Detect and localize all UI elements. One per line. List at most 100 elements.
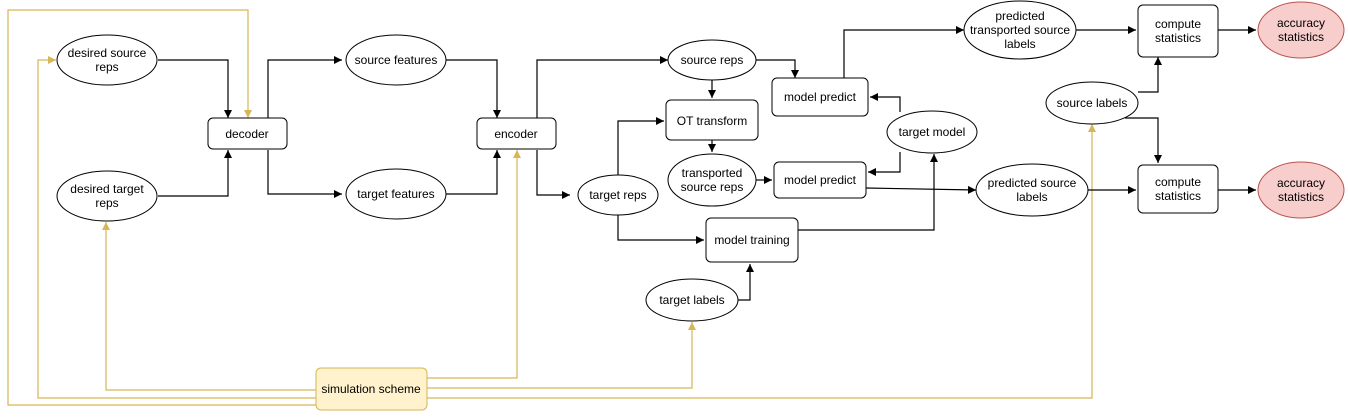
node-target-reps: target reps (577, 174, 659, 216)
node-label: target reps (589, 188, 646, 202)
node-label-line: model training (714, 233, 789, 247)
node-label: target features (357, 187, 434, 201)
edge-sim-to-desired-target (102, 222, 320, 391)
node-label: model training (714, 233, 789, 247)
node-label-line: model predict (784, 90, 857, 104)
node-label-line: compute (1155, 17, 1201, 31)
node-label: simulation scheme (321, 382, 421, 396)
node-label: source labels (1057, 96, 1128, 110)
node-label-line: source reps (681, 53, 744, 67)
simulation-edges (7, 9, 1096, 406)
node-label: encoder (494, 127, 537, 141)
edge-sim-to-encoder (427, 150, 521, 379)
node-label-line: accuracy (1277, 16, 1325, 30)
node-label: model predict (784, 173, 857, 187)
edge-source-features-to-encoder (446, 59, 501, 118)
node-label-line: predicted (995, 9, 1044, 23)
node-model-predict-top: model predict (771, 77, 869, 117)
edge-decoder-to-target-features (267, 150, 342, 198)
node-label: model predict (784, 90, 857, 104)
node-label-line: statistics (1278, 190, 1324, 204)
node-label-line: labels (1016, 190, 1047, 204)
edge-source-labels-to-compute-bottom (1125, 117, 1162, 163)
node-source-labels: source labels (1045, 81, 1139, 125)
edge-desired-target-to-decoder (158, 150, 232, 197)
node-source-features: source features (345, 34, 447, 86)
node-label-line: accuracy (1277, 176, 1325, 190)
edge-model-training-to-target-model (798, 154, 938, 231)
node-label: target labels (659, 293, 724, 307)
node-label-line: OT transform (677, 114, 747, 128)
node-label: source features (355, 53, 438, 67)
node-label-line: encoder (494, 127, 537, 141)
node-encoder: encoder (476, 117, 557, 150)
node-label-line: transported source (970, 23, 1070, 37)
node-label-line: source reps (681, 180, 744, 194)
node-label-line: desired target (70, 182, 144, 196)
edge-target-model-to-predict-mid (868, 152, 901, 176)
node-target-labels: target labels (645, 278, 739, 322)
node-target-features: target features (345, 168, 447, 220)
node-label-line: predicted source (988, 176, 1077, 190)
node-label: target model (899, 125, 966, 139)
edge-target-features-to-encoder (446, 150, 501, 195)
edge-target-model-to-predict-top (870, 93, 901, 112)
node-source-reps: source reps (667, 39, 757, 81)
node-label-line: target reps (589, 188, 646, 202)
edge-sim-to-source-labels (427, 124, 1096, 399)
node-label-line: decoder (225, 127, 268, 141)
node-label-line: source features (355, 53, 438, 67)
node-label-line: model predict (784, 173, 857, 187)
node-label-line: target labels (659, 293, 724, 307)
node-target-model: target model (886, 110, 978, 154)
node-label-line: target features (357, 187, 434, 201)
edge-source-reps-to-model-predict (756, 59, 799, 78)
node-label-line: labels (1004, 37, 1035, 51)
node-label-line: statistics (1278, 30, 1324, 44)
edge-target-labels-to-model-training (738, 264, 754, 301)
edge-desired-source-to-decoder (158, 59, 232, 118)
node-label-line: compute (1155, 175, 1201, 189)
node-label: source reps (681, 53, 744, 67)
edge-sim-to-target-labels (427, 322, 696, 389)
edge-decoder-to-source-features (267, 56, 342, 118)
node-ot-transform: OT transform (665, 99, 759, 141)
node-label-line: reps (95, 60, 118, 74)
node-model-training: model training (705, 217, 799, 263)
node-label: OT transform (677, 114, 747, 128)
node-label-line: source labels (1057, 96, 1128, 110)
node-decoder: decoder (207, 117, 288, 150)
edge-source-labels-to-compute-top (1138, 57, 1162, 93)
node-simulation-scheme: simulation scheme (315, 367, 428, 411)
node-label-line: reps (95, 196, 118, 210)
edge-target-reps-to-ot (617, 117, 664, 175)
edge-predict-mid-to-predicted-source (865, 185, 977, 194)
node-label-line: statistics (1155, 189, 1201, 203)
edge-target-reps-to-model-training (617, 215, 704, 244)
edge-encoder-to-target-reps (536, 150, 570, 199)
node-label: decoder (225, 127, 268, 141)
edge-sim-to-decoder (7, 9, 320, 406)
node-label-line: transported (682, 166, 743, 180)
flow-edges (158, 26, 1256, 301)
